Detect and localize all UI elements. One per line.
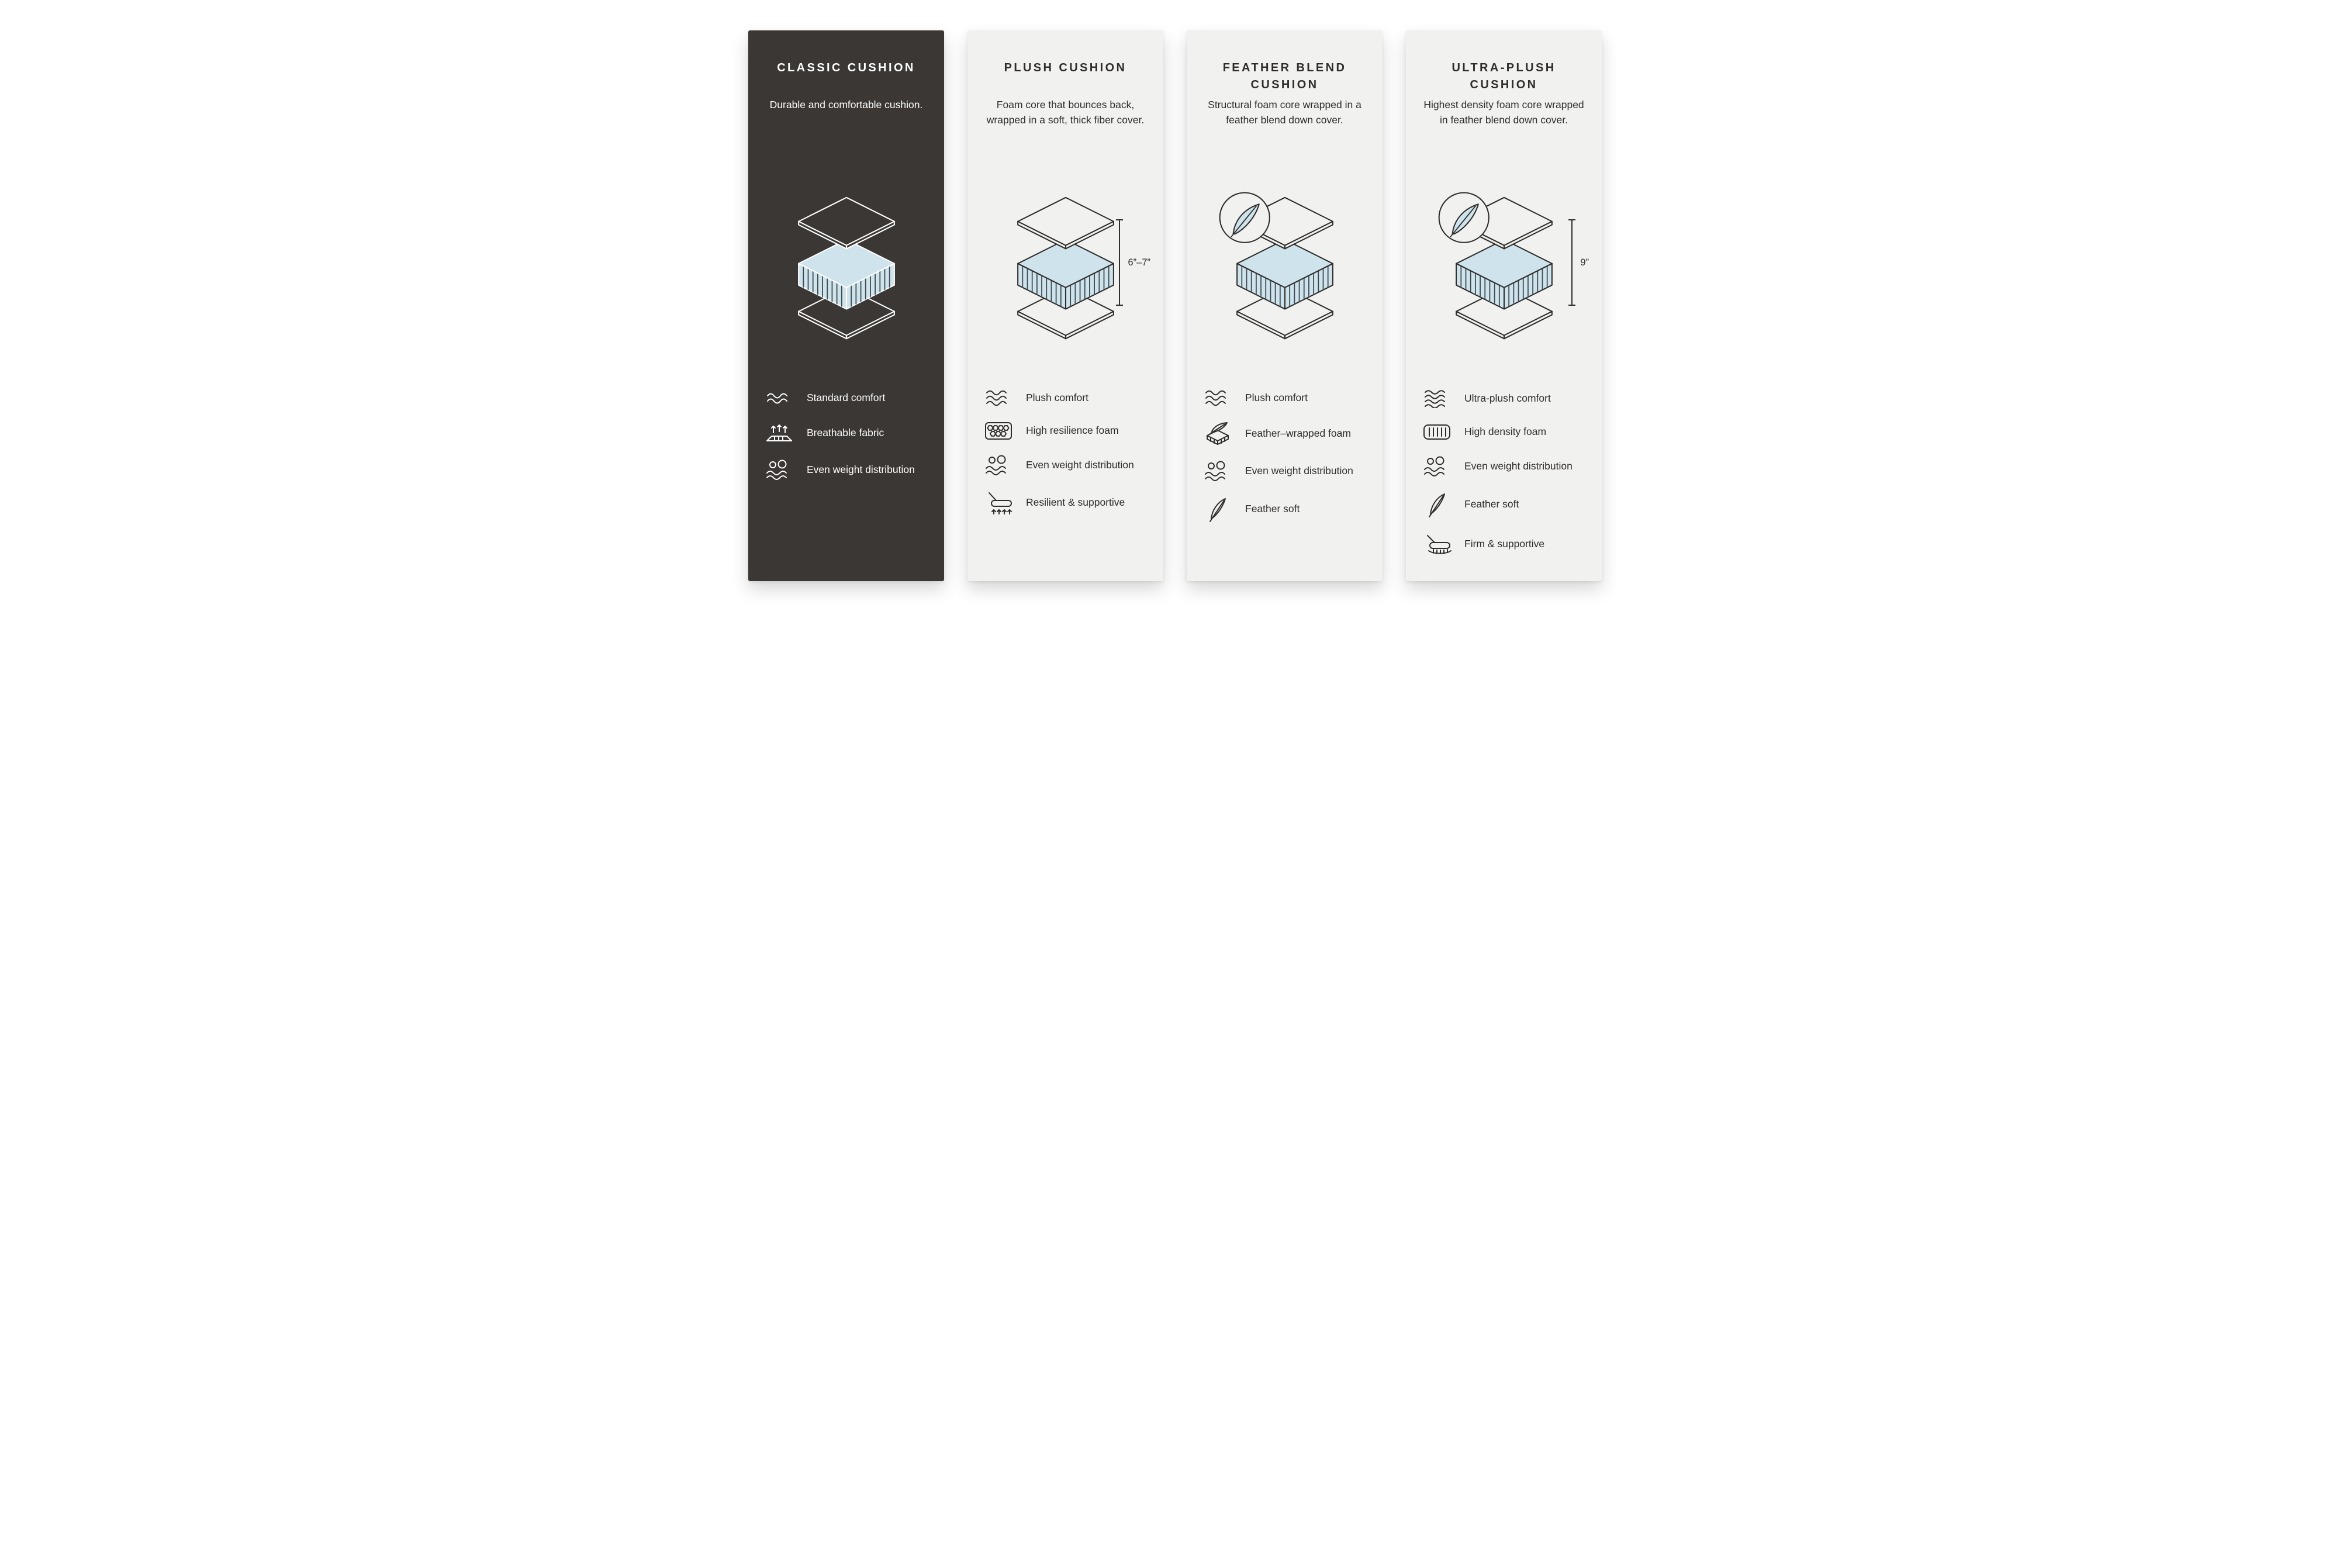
feature-label: Feather soft — [1464, 498, 1519, 510]
feature-row: Firm & supportive — [1421, 532, 1587, 557]
foam-core-top-face — [1017, 239, 1114, 289]
card-description: Structural foam core wrapped in a feathe… — [1208, 99, 1361, 126]
feature-list: Standard comfort Breathable fabric — [763, 389, 929, 481]
feature-label: Plush comfort — [1026, 392, 1088, 404]
top-cover-layer — [1017, 197, 1114, 250]
feature-list: Ultra-plush comfort High density foam — [1421, 389, 1587, 557]
feature-label: Standard comfort — [807, 392, 886, 404]
feature-row: Feather soft — [1421, 492, 1587, 517]
feature-row: Feather soft — [1202, 496, 1367, 522]
feature-list: Plush comfort High resilience foam — [983, 389, 1148, 515]
height-measurement: 6”–7” — [1115, 219, 1150, 306]
card-title: ULTRA-PLUSH CUSHION — [1452, 61, 1556, 91]
foam-core-top-face — [1236, 239, 1333, 289]
measurement-label: 9” — [1580, 257, 1589, 268]
feather-wrapped-foam-icon — [1202, 422, 1233, 446]
firm-supportive-icon — [1421, 532, 1453, 557]
feature-row: Ultra-plush comfort — [1421, 389, 1587, 408]
feature-label: Feather soft — [1245, 503, 1300, 515]
cushion-illustration — [1202, 163, 1367, 371]
cushion-illustration: 9” — [1421, 163, 1589, 371]
card-description: Durable and comfortable cushion. — [769, 99, 923, 110]
waves-icon — [1202, 389, 1233, 407]
waves-icon — [983, 389, 1014, 407]
card-title: FEATHER BLEND CUSHION — [1222, 61, 1347, 91]
cushion-layers-diagram — [1017, 197, 1114, 340]
feature-row: High resilience foam — [983, 422, 1148, 440]
feature-label: Plush comfort — [1245, 392, 1308, 404]
feature-label: Even weight distribution — [807, 464, 915, 476]
cushion-layers-diagram — [1438, 192, 1553, 340]
feature-label: Feather–wrapped foam — [1245, 427, 1351, 440]
top-cover-layer — [797, 197, 895, 250]
breathable-fabric-icon — [763, 422, 795, 445]
feature-row: Plush comfort — [983, 389, 1148, 407]
feature-row: Even weight distribution — [1202, 461, 1367, 482]
feature-row: Even weight distribution — [983, 455, 1148, 476]
feature-label: Ultra-plush comfort — [1464, 392, 1551, 405]
cushion-comparison: CLASSIC CUSHION Durable and comfortable … — [719, 0, 1631, 614]
card-description: Foam core that bounces back, wrapped in … — [986, 99, 1145, 126]
feature-label: Even weight distribution — [1245, 465, 1353, 477]
card-plush-cushion: PLUSH CUSHION Foam core that bounces bac… — [967, 30, 1163, 581]
resilient-supportive-icon — [983, 491, 1014, 515]
feather-icon — [1202, 496, 1233, 522]
high-density-foam-icon — [1421, 423, 1453, 441]
feature-row: Feather–wrapped foam — [1202, 422, 1367, 446]
even-weight-distribution-icon — [1202, 461, 1233, 482]
feature-label: Firm & supportive — [1464, 538, 1545, 550]
feature-label: Breathable fabric — [807, 427, 884, 439]
foam-core-top-face — [797, 239, 895, 289]
cushion-illustration: 6”–7” — [983, 163, 1150, 371]
card-classic-cushion: CLASSIC CUSHION Durable and comfortable … — [748, 30, 944, 581]
feature-label: Resilient & supportive — [1026, 496, 1125, 509]
card-title: CLASSIC CUSHION — [777, 61, 915, 74]
feature-row: High density foam — [1421, 423, 1587, 441]
feather-icon — [1421, 492, 1453, 517]
feature-row: Plush comfort — [1202, 389, 1367, 407]
feature-row: Even weight distribution — [763, 460, 929, 481]
feature-row: Resilient & supportive — [983, 491, 1148, 515]
card-description: Highest density foam core wrapped in fea… — [1423, 99, 1584, 126]
card-title: PLUSH CUSHION — [1004, 61, 1127, 74]
feature-label: High density foam — [1464, 426, 1547, 438]
measurement-label: 6”–7” — [1128, 257, 1150, 268]
even-weight-distribution-icon — [1421, 456, 1453, 477]
feather-badge — [1219, 192, 1270, 244]
cushion-illustration — [763, 163, 929, 371]
feature-row: Breathable fabric — [763, 422, 929, 445]
card-feather-blend-cushion: FEATHER BLEND CUSHION Structural foam co… — [1187, 30, 1383, 581]
foam-core-top-face — [1455, 239, 1553, 289]
cushion-layers-diagram — [1219, 192, 1333, 340]
cushion-layers-diagram — [797, 197, 895, 340]
measurement-bracket-icon — [1116, 219, 1124, 306]
even-weight-distribution-icon — [983, 455, 1014, 476]
honeycomb-foam-icon — [983, 422, 1014, 440]
height-measurement: 9” — [1568, 219, 1589, 306]
card-ultra-plush-cushion: ULTRA-PLUSH CUSHION Highest density foam… — [1406, 30, 1602, 581]
measurement-bracket-icon — [1568, 219, 1576, 306]
feature-label: Even weight distribution — [1464, 460, 1573, 472]
waves-icon — [1421, 389, 1453, 408]
feature-label: High resilience foam — [1026, 424, 1119, 437]
waves-icon — [763, 389, 795, 407]
even-weight-distribution-icon — [763, 460, 795, 481]
feature-row: Standard comfort — [763, 389, 929, 407]
feature-row: Even weight distribution — [1421, 456, 1587, 477]
feather-badge — [1438, 192, 1490, 244]
feature-label: Even weight distribution — [1026, 459, 1134, 471]
feature-list: Plush comfort Feather–wrapped foam — [1202, 389, 1367, 522]
